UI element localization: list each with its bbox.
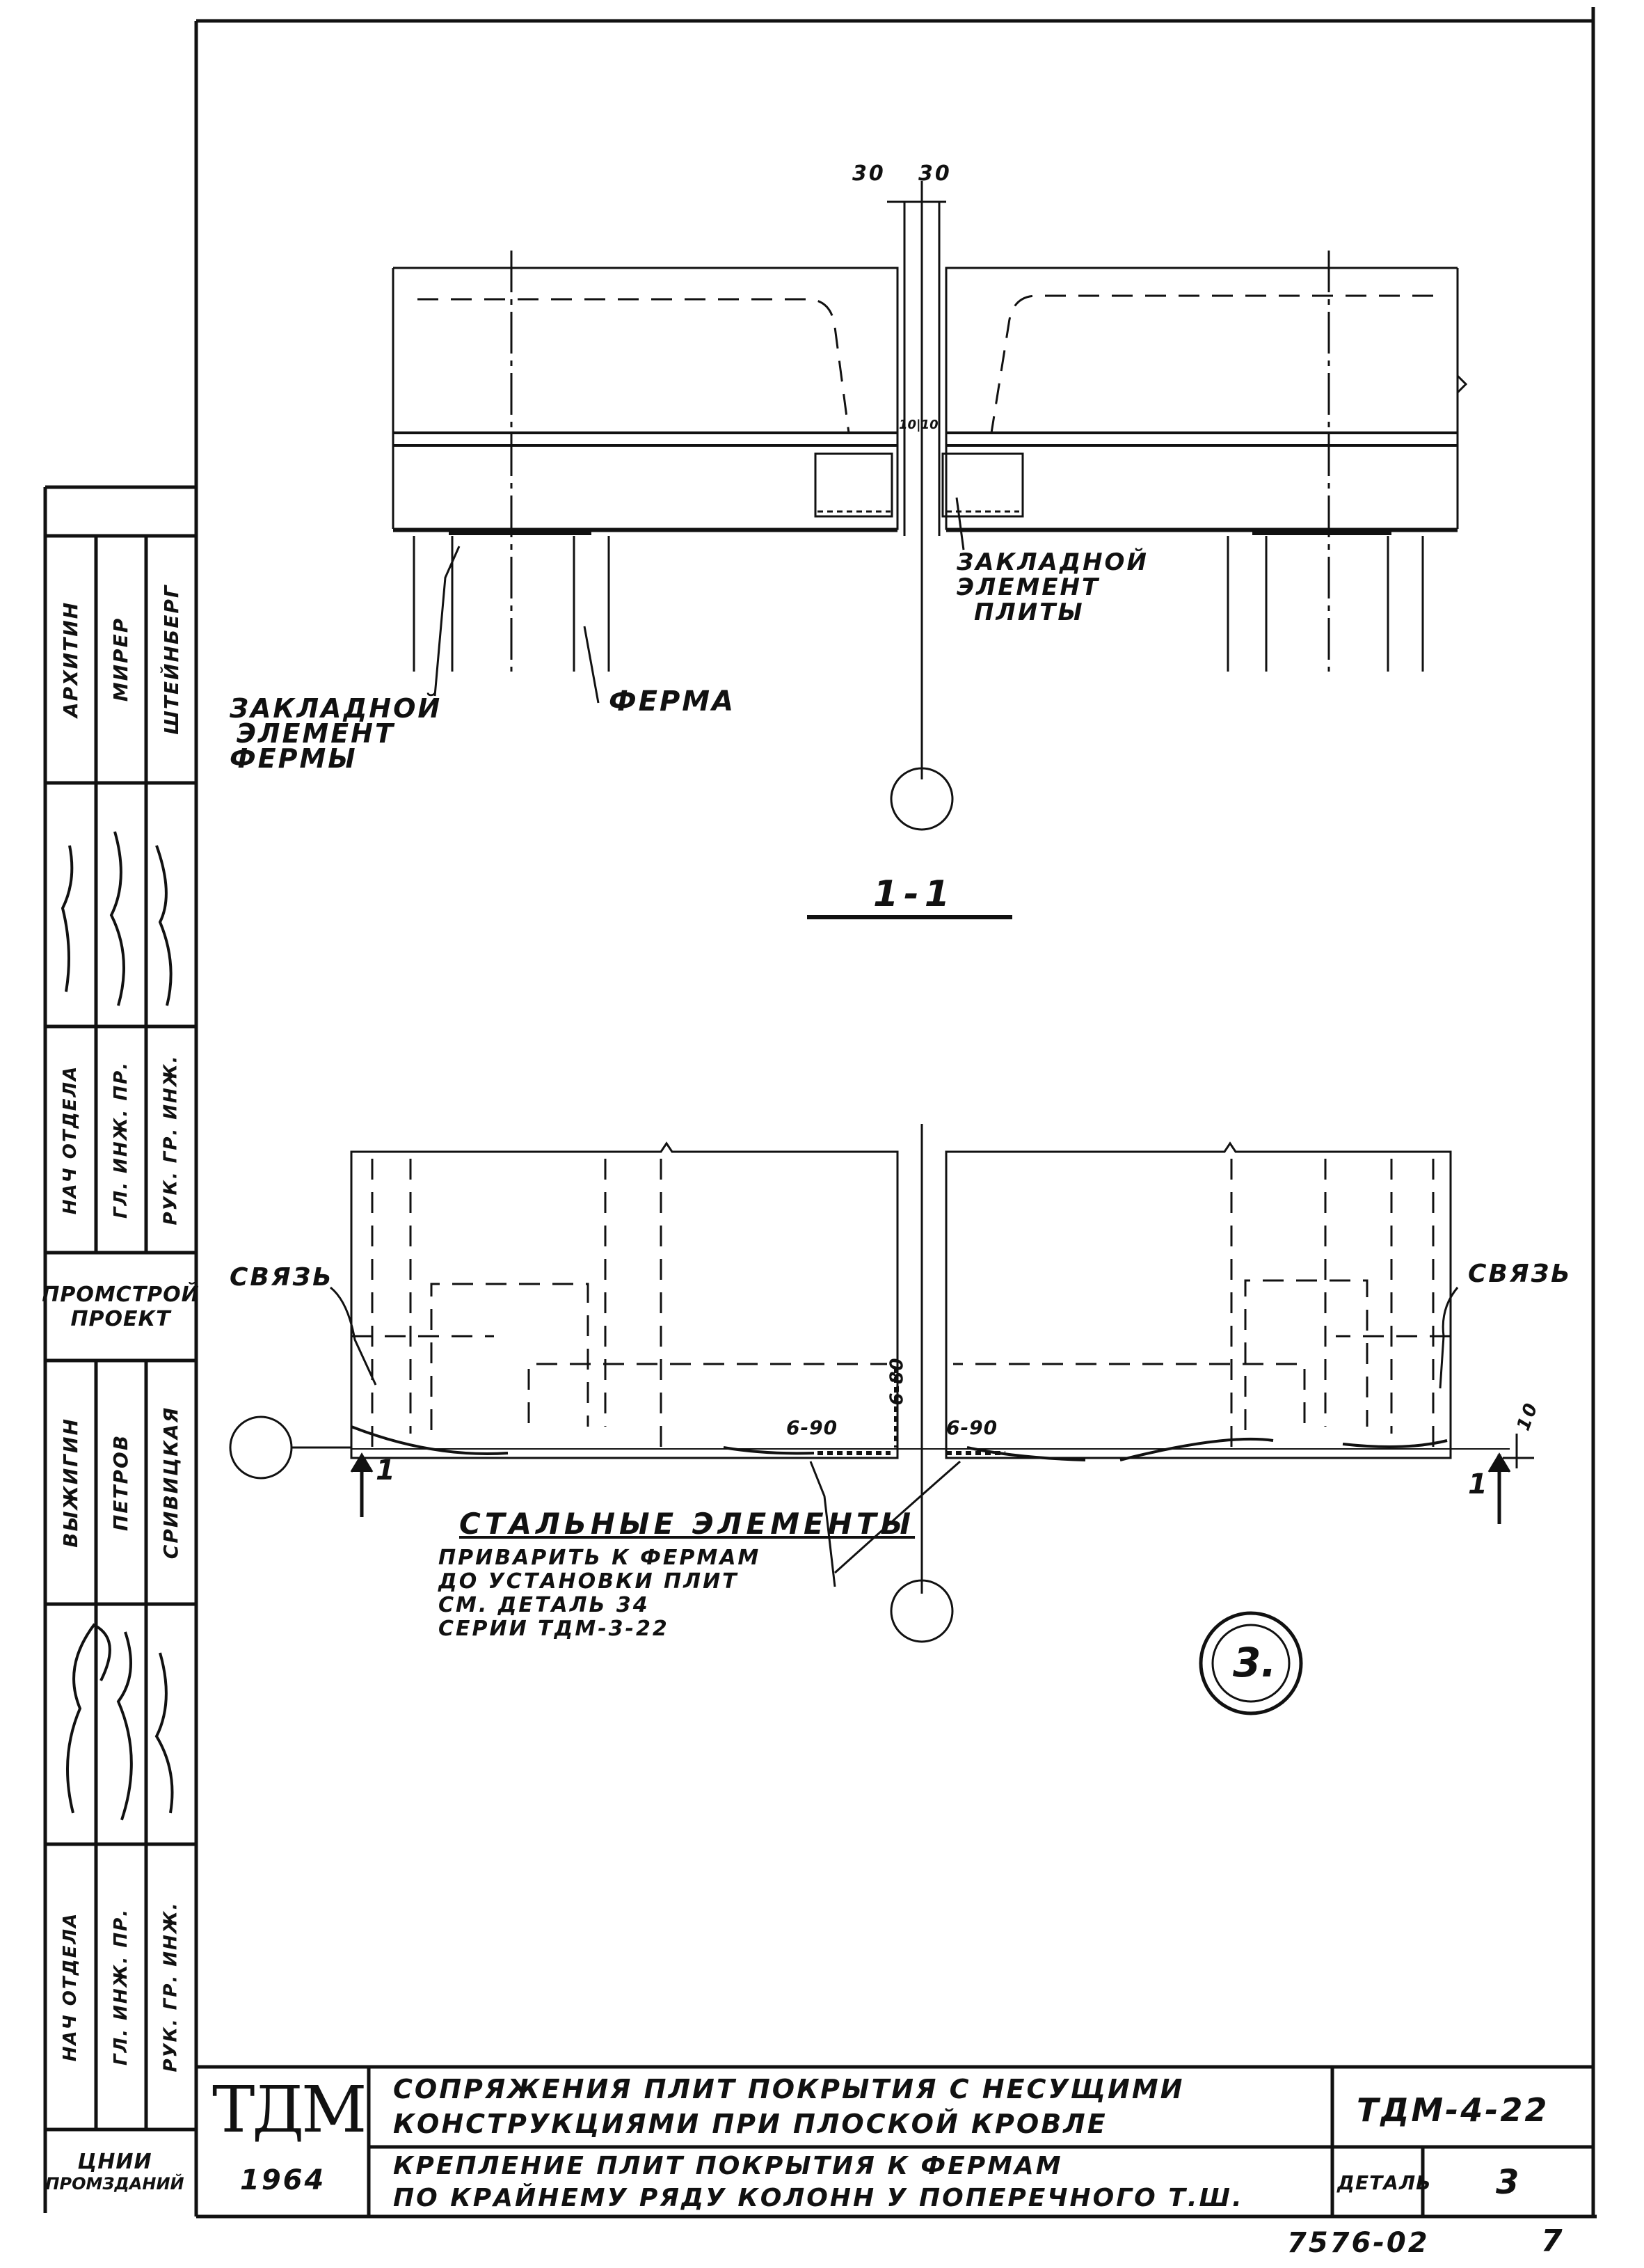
detail-label: ДЕТАЛЬ	[1337, 2171, 1432, 2194]
label-tie-left: СВЯЗЬ	[230, 1263, 334, 1292]
label-embedded-truss: ЗАКЛАДНОЙ ЭЛЕМЕНТ ФЕРМЫ	[230, 693, 442, 774]
stamp-lower-col2: ПЕТРОВ	[96, 1361, 146, 1604]
detail-number: 3	[1496, 2163, 1522, 2202]
steel-note-line3: СМ. ДЕТАЛЬ 34	[438, 1593, 650, 1617]
side-stamp-lines	[43, 485, 196, 2213]
steel-elements-title: СТАЛЬНЫЕ ЭЛЕМЕНТЫ	[459, 1507, 916, 1541]
label-embedded-plate-line2: ЭЛЕМЕНТ	[957, 573, 1101, 601]
steel-note-line1: ПРИВАРИТЬ К ФЕРМАМ	[438, 1546, 761, 1570]
stamp-lower-org-line1: ЦНИИ	[77, 2149, 152, 2174]
cut-mark-left: 1	[376, 1454, 397, 1486]
plan-drawing	[229, 1124, 1534, 1715]
section-1-1-drawing	[392, 181, 1468, 919]
dim-top-left: 30	[852, 161, 886, 186]
cut-mark-right: 1	[1468, 1468, 1490, 1500]
section-title: 1-1	[873, 873, 955, 915]
title-main-line1: СОПРЯЖЕНИЯ ПЛИТ ПОКРЫТИЯ С НЕСУЩИМИ	[393, 2074, 1185, 2104]
stamp-upper-col3: ШТЕЙНБЕРГ	[146, 536, 196, 783]
dim-weld-left: 6-90	[786, 1416, 838, 1439]
stamp-upper-role-2: ГЛ. ИНЖ. ПР.	[111, 1061, 131, 1219]
label-embedded-plate-line3: ПЛИТЫ	[974, 598, 1085, 626]
stamp-upper-role-1: НАЧ ОТДЕЛА	[60, 1065, 81, 1214]
steel-note-line4: СЕРИИ ТДМ-3-22	[438, 1617, 669, 1641]
title-block-lines	[196, 2065, 1593, 2217]
stamp-lower-org-line2: ПРОМЗДАНИЙ	[45, 2173, 184, 2194]
series-code: ТДМ-4-22	[1357, 2091, 1549, 2129]
stamp-lower-role-cell1: НАЧ ОТДЕЛА	[45, 1844, 96, 2130]
stamp-upper-name-2: МИРЕР	[109, 617, 133, 702]
stamp-upper-org-line2: ПРОЕКТ	[70, 1306, 171, 1331]
stamp-upper-col2: МИРЕР	[96, 536, 146, 783]
title-sub-line2: ПО КРАЙНЕМУ РЯДУ КОЛОНН У ПОПЕРЕЧНОГО Т.…	[393, 2184, 1244, 2212]
detail-marker-label: 3.	[1233, 1639, 1277, 1686]
stamp-upper-signatures	[61, 831, 173, 1006]
stamp-lower-role-2: ГЛ. ИНЖ. ПР.	[111, 1908, 131, 2066]
stamp-upper-name-1: АРХИТИН	[59, 601, 82, 718]
label-embedded-truss-line2: ЭЛЕМЕНТ	[237, 718, 395, 749]
stamp-upper-role-cell3: РУК. ГР. ИНЖ.	[146, 1026, 196, 1253]
stamp-lower-col3: СРИВИЦКАЯ	[146, 1361, 196, 1604]
archive-number: 7576-02	[1287, 2227, 1430, 2259]
stamp-lower-role-3: РУК. ГР. ИНЖ.	[161, 1901, 182, 2072]
stamp-upper-role-cell2: ГЛ. ИНЖ. ПР.	[96, 1026, 146, 1253]
stamp-upper-org-line1: ПРОМСТРОЙ	[42, 1282, 200, 1307]
label-truss: ФЕРМА	[609, 685, 736, 717]
steel-elements-note: ПРИВАРИТЬ К ФЕРМАМ ДО УСТАНОВКИ ПЛИТ СМ.…	[438, 1546, 760, 1641]
org-logo: ТДМ	[212, 2072, 367, 2147]
stamp-lower-org: ЦНИИ ПРОМЗДАНИЙ	[28, 2130, 202, 2213]
stamp-lower-role-cell3: РУК. ГР. ИНЖ.	[146, 1844, 196, 2130]
label-tie-right: СВЯЗЬ	[1468, 1260, 1572, 1288]
label-embedded-plate: ЗАКЛАДНОЙ ЭЛЕМЕНТ ПЛИТЫ	[957, 550, 1149, 625]
stamp-lower-name-3: СРИВИЦКАЯ	[159, 1406, 183, 1559]
year: 1964	[240, 2164, 326, 2196]
label-embedded-plate-line1: ЗАКЛАДНОЙ	[957, 548, 1149, 576]
stamp-upper-role-3: РУК. ГР. ИНЖ.	[161, 1054, 182, 1226]
steel-note-line2: ДО УСТАНОВКИ ПЛИТ	[438, 1569, 739, 1594]
sheet-frame	[194, 7, 1597, 2219]
sheet-number: 7	[1541, 2223, 1565, 2259]
dim-weld-right: 6-90	[946, 1416, 998, 1439]
stamp-lower-role-1: НАЧ ОТДЕЛА	[60, 1912, 81, 2062]
dim-joint: 10|10	[899, 418, 939, 432]
title-sub-line1: КРЕПЛЕНИЕ ПЛИТ ПОКРЫТИЯ К ФЕРМАМ	[393, 2152, 1063, 2180]
stamp-lower-name-2: ПЕТРОВ	[109, 1434, 133, 1531]
dim-top-right: 30	[918, 161, 952, 186]
label-embedded-truss-line3: ФЕРМЫ	[230, 743, 358, 774]
stamp-lower-signatures	[66, 1623, 174, 1821]
dim-weld-vertical: 6-80	[886, 1357, 908, 1406]
stamp-upper-roles-cell: АРХИТИН	[45, 536, 96, 783]
stamp-upper-org: ПРОМСТРОЙ ПРОЕКТ	[42, 1253, 199, 1361]
title-main-line2: КОНСТРУКЦИЯМИ ПРИ ПЛОСКОЙ КРОВЛЕ	[393, 2109, 1108, 2139]
stamp-upper-role-cell1: НАЧ ОТДЕЛА	[45, 1026, 96, 1253]
label-embedded-truss-line1: ЗАКЛАДНОЙ	[230, 693, 442, 724]
stamp-lower-name-1: ВЫЖИГИН	[59, 1417, 82, 1548]
stamp-lower-col1: ВЫЖИГИН	[45, 1361, 96, 1604]
stamp-lower-role-cell2: ГЛ. ИНЖ. ПР.	[96, 1844, 146, 2130]
stamp-upper-name-3: ШТЕЙНБЕРГ	[159, 584, 183, 735]
